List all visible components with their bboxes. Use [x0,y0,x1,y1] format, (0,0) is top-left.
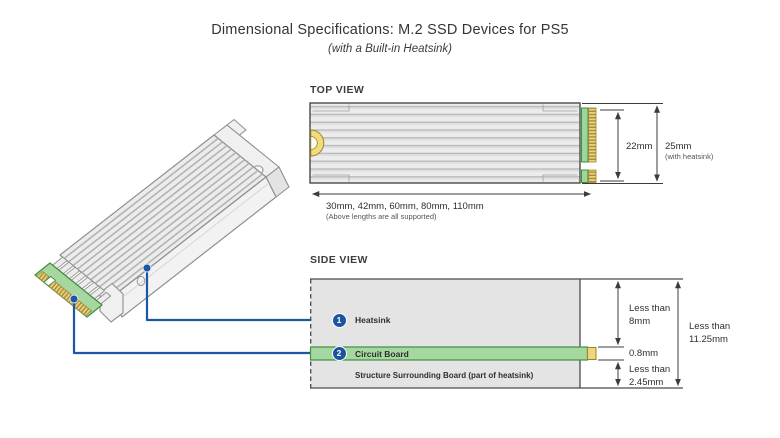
callout-badge-1: 1 [331,312,347,328]
dim-label-11.25mm: Less than 11.25mm [689,321,731,345]
leader-line-heatsink [145,269,333,322]
screw-notch [310,129,325,157]
dim-label-25mm: 25mm [665,141,692,152]
heatsink-top-face [59,134,267,298]
pcb-3d [34,262,103,318]
top-view-drawing [309,102,663,197]
edge-connector-top-view [581,107,597,183]
page-subtitle: (with a Built-in Heatsink) [328,43,452,55]
leader-line-circuit-board [72,299,333,355]
label-heatsink: Heatsink [355,315,391,325]
ssd-3d-illustration [34,119,333,355]
corner-steps [312,104,578,182]
side-view-dimensions [598,280,681,387]
side-screw-recess [136,275,146,287]
top-view-dimensions [311,103,663,197]
supported-lengths: 30mm, 42mm, 60mm, 80mm, 110mm [326,201,484,212]
side-view-label: SIDE VIEW [310,254,368,266]
connector-key-notch-3d [43,276,56,287]
dim-label-8mm: Less than 8mm [629,303,671,327]
leader-dot-circuit-board [69,294,79,304]
side-view-connector-tip [587,347,597,360]
dim-label-0.8mm: 0.8mm [629,348,659,359]
top-view-body [309,102,581,184]
callout-badge-2: 2 [331,345,347,361]
side-view-drawing [309,278,683,389]
dim-label-22mm: 22mm [626,141,653,152]
dim-label-2.45mm: Less than 2.45mm [629,364,671,388]
heatsink-fins [63,137,263,295]
heatsink-end-cap [213,119,290,198]
side-view-heatsink-body [310,279,580,388]
label-circuit-board: Circuit Board [355,348,409,359]
label-structure: Structure Surrounding Board (part of hea… [355,370,534,380]
top-view-label: TOP VIEW [310,84,365,96]
leader-dot-heatsink [142,263,152,273]
callout-leader-lines [72,269,333,355]
page-title: Dimensional Specifications: M.2 SSD Devi… [211,22,569,38]
side-view-circuit-board [309,346,589,361]
dim-note-with-heatsink: (with heatsink) [665,152,714,161]
supported-lengths-note: (Above lengths are all supported) [326,212,437,221]
